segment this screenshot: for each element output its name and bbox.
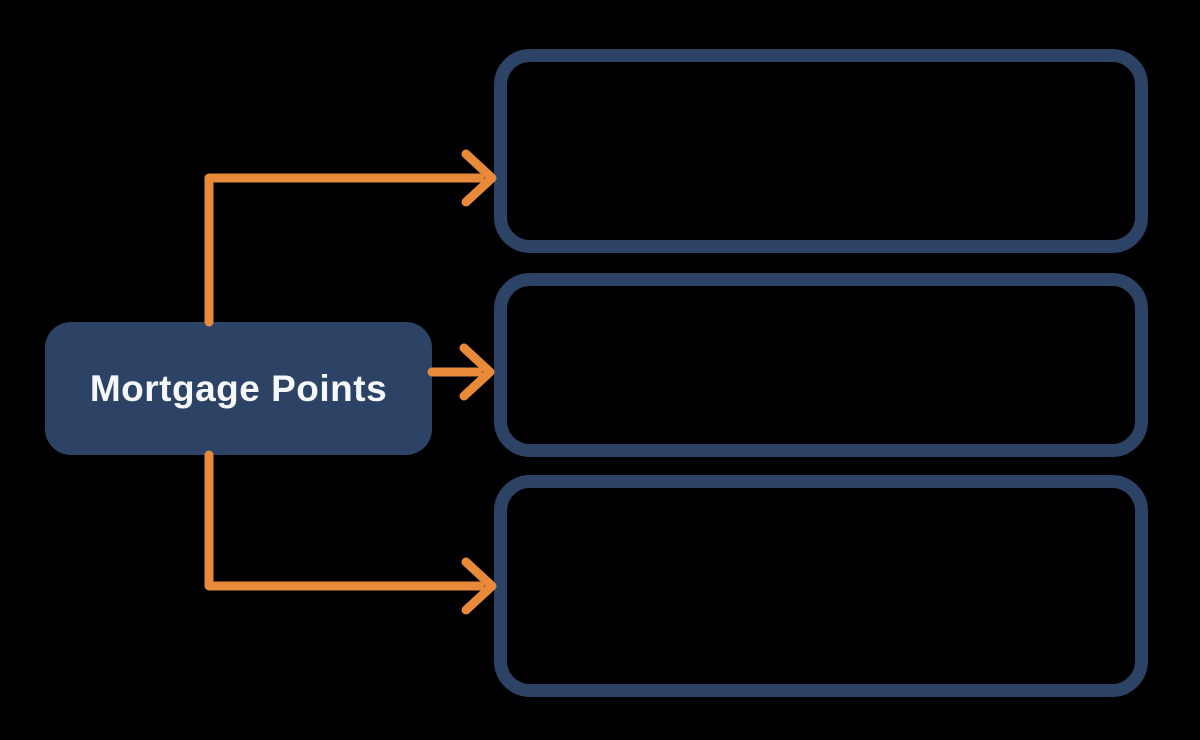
arrow-to-branch-3 — [204, 450, 485, 591]
branch-box-3 — [494, 475, 1148, 697]
arrow-to-branch-1 — [204, 173, 485, 327]
branch-box-1 — [494, 49, 1148, 253]
branch-box-2 — [494, 273, 1148, 457]
arrowhead-branch-1-icon — [461, 149, 497, 207]
root-node-label: Mortgage Points — [89, 367, 388, 409]
arrowhead-branch-2-icon — [459, 343, 495, 401]
arrowhead-branch-3-icon — [461, 557, 497, 615]
root-node-mortgage-points: Mortgage Points — [45, 322, 432, 455]
